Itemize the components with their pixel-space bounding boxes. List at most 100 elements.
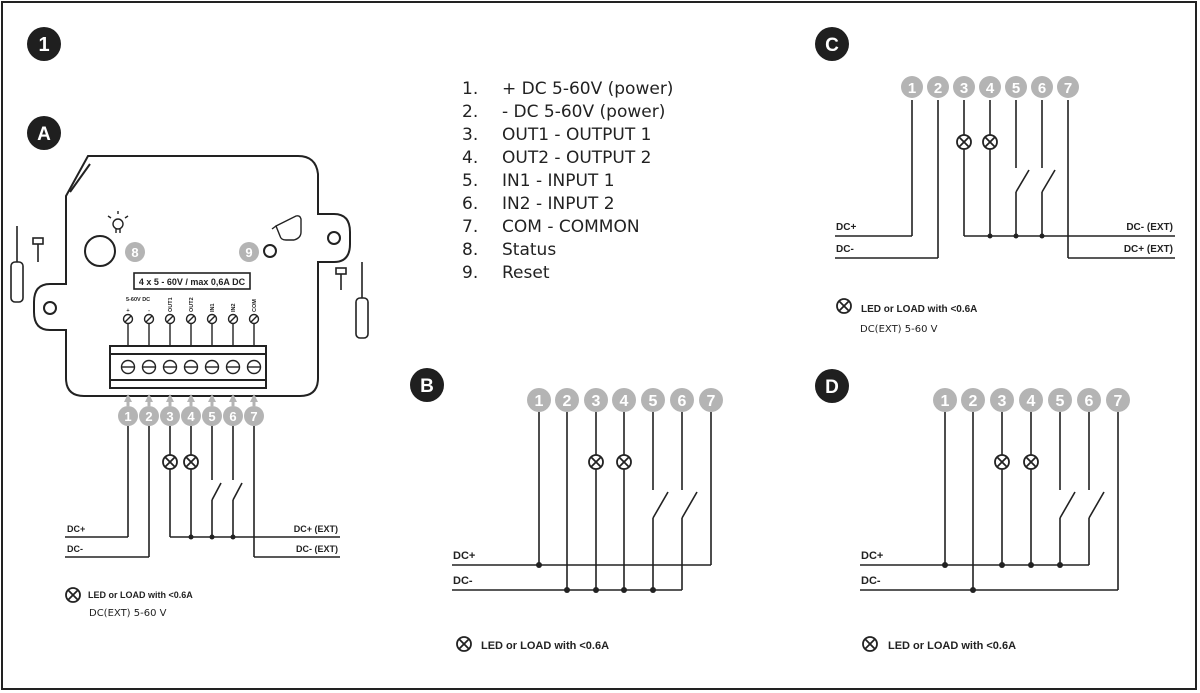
junctions-c: [987, 233, 1045, 239]
svg-text:8: 8: [131, 245, 138, 260]
section-badge-d: D: [815, 369, 849, 403]
load-icon: [162, 454, 178, 470]
svg-text:6: 6: [1038, 80, 1046, 97]
section-badge-c: C: [815, 27, 849, 61]
svg-text:DC- (EXT): DC- (EXT): [296, 544, 338, 554]
svg-text:6: 6: [1085, 393, 1094, 410]
svg-text:4: 4: [187, 409, 195, 424]
load-icon: [982, 134, 998, 150]
svg-text:DC+ (EXT): DC+ (EXT): [294, 524, 338, 534]
load-legend-b: LED or LOAD with <0.6A: [456, 636, 609, 652]
legend-item: 2.- DC 5-60V (power): [462, 102, 666, 122]
svg-text:4: 4: [620, 393, 629, 410]
svg-text:1: 1: [908, 80, 916, 97]
terminal-legend: 1.+ DC 5-60V (power) 2.- DC 5-60V (power…: [462, 78, 673, 285]
svg-text:5-60V DC: 5-60V DC: [126, 297, 150, 303]
svg-text:6: 6: [678, 393, 687, 410]
svg-text:DC(EXT) 5-60 V: DC(EXT) 5-60 V: [89, 608, 167, 619]
terminal-numbers-a: 1 2 3 4 5 6 7: [118, 406, 264, 426]
legend-item: 5.IN1 - INPUT 1: [462, 171, 615, 191]
svg-text:DC-: DC-: [836, 244, 854, 255]
svg-text:7: 7: [707, 393, 716, 410]
svg-text:1: 1: [941, 393, 950, 410]
svg-text:3: 3: [592, 393, 601, 410]
wire-labels-c: DC+ DC- DC- (EXT) DC+ (EXT): [836, 222, 1173, 255]
svg-text:9: 9: [245, 245, 252, 260]
svg-text:B: B: [420, 376, 434, 397]
svg-text:DC+: DC+: [453, 550, 475, 562]
load-legend-c: LED or LOAD with <0.6A DC(EXT) 5-60 V: [836, 298, 977, 335]
wire-labels-d: DC+ DC-: [861, 550, 883, 587]
rating-label: 4 x 5 - 60V / max 0,6A DC: [133, 272, 251, 290]
svg-text:COM: COM: [252, 299, 258, 312]
load-icon: [956, 134, 972, 150]
legend-item: 9.Reset: [462, 263, 550, 283]
svg-text:A: A: [37, 124, 51, 145]
svg-text:1: 1: [535, 393, 544, 410]
svg-text:OUT2: OUT2: [189, 297, 195, 312]
screwdriver-icon-left: [10, 226, 44, 303]
section-badge-b: B: [410, 368, 444, 402]
terminal-numbers-b: 1 2 3 4 5 6 7: [527, 388, 723, 412]
svg-text:3: 3: [960, 80, 968, 97]
terminal-screws: [120, 313, 262, 375]
svg-text:IN2: IN2: [231, 303, 237, 312]
section-badge-a: A: [27, 116, 61, 150]
status-marker: 8: [125, 242, 145, 262]
terminal-numbers-c: 1 2 3 4 5 6 7: [901, 76, 1079, 98]
junctions-a: [188, 534, 236, 540]
svg-text:4: 4: [1027, 393, 1036, 410]
load-icon: [1023, 454, 1039, 470]
terminal-numbers-d: 1 2 3 4 5 6 7: [933, 388, 1130, 412]
svg-text:5: 5: [208, 409, 215, 424]
svg-text:DC+: DC+: [67, 524, 85, 534]
wiring-c: [835, 100, 1175, 259]
svg-text:DC-: DC-: [861, 575, 881, 587]
svg-text:DC-: DC-: [453, 575, 473, 587]
svg-text:+: +: [126, 308, 129, 314]
svg-text:2: 2: [145, 409, 152, 424]
load-icon: [616, 454, 632, 470]
junctions-b: [536, 562, 656, 593]
legend-item: 6.IN2 - INPUT 2: [462, 194, 615, 214]
terminal-arrows: [124, 394, 258, 406]
svg-text:D: D: [825, 377, 839, 398]
wiring-b: [452, 412, 712, 591]
svg-text:DC(EXT) 5-60 V: DC(EXT) 5-60 V: [860, 324, 938, 335]
load-icon: [588, 454, 604, 470]
svg-text:2: 2: [969, 393, 978, 410]
svg-text:LED or LOAD with <0.6A: LED or LOAD with <0.6A: [861, 304, 977, 315]
legend-item: 7.COM - COMMON: [462, 217, 640, 237]
svg-text:DC-: DC-: [67, 544, 83, 554]
svg-text:DC+: DC+: [861, 550, 883, 562]
legend-item: 3.OUT1 - OUTPUT 1: [462, 125, 652, 145]
section-badge-1: 1: [27, 27, 61, 61]
svg-text:4: 4: [986, 80, 995, 97]
wire-labels-a: DC+ DC- DC+ (EXT) DC- (EXT): [67, 524, 338, 554]
svg-text:1: 1: [38, 34, 49, 56]
svg-text:DC- (EXT): DC- (EXT): [1126, 222, 1173, 233]
load-legend-d: LED or LOAD with <0.6A: [862, 636, 1016, 652]
hand-pointer-icon: [271, 215, 302, 241]
wire-labels-b: DC+ DC-: [453, 550, 475, 587]
svg-text:DC+ (EXT): DC+ (EXT): [1124, 244, 1173, 255]
svg-text:7: 7: [1114, 393, 1123, 410]
junctions-d: [942, 562, 1063, 593]
svg-text:C: C: [825, 35, 839, 56]
svg-text:LED or LOAD with <0.6A: LED or LOAD with <0.6A: [888, 640, 1016, 652]
svg-text:DC+: DC+: [836, 222, 856, 233]
svg-text:-: -: [148, 308, 150, 314]
svg-text:3: 3: [998, 393, 1007, 410]
svg-text:3: 3: [166, 409, 173, 424]
svg-text:LED or LOAD with <0.6A: LED or LOAD with <0.6A: [481, 640, 609, 652]
legend-item: 8.Status: [462, 240, 557, 260]
load-icon: [994, 454, 1010, 470]
svg-text:7: 7: [250, 409, 257, 424]
svg-text:7: 7: [1064, 80, 1072, 97]
reset-marker: 9: [239, 242, 259, 262]
svg-text:2: 2: [934, 80, 942, 97]
svg-text:1: 1: [124, 409, 131, 424]
svg-text:5: 5: [1056, 393, 1065, 410]
